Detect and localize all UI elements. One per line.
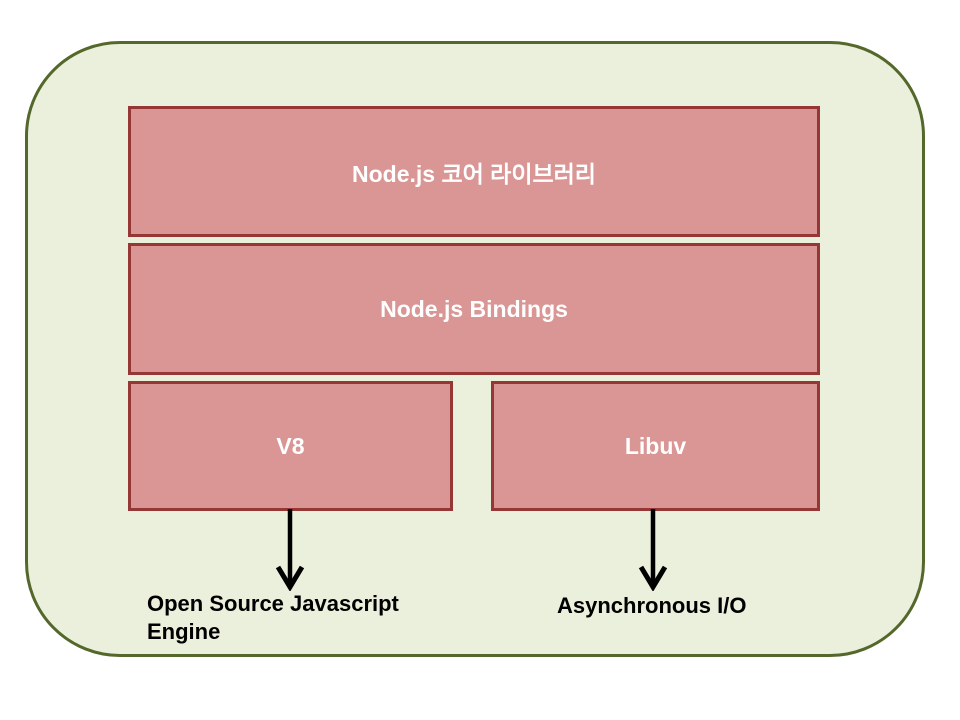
box-node-bindings-label: Node.js Bindings — [380, 295, 568, 322]
box-node-core-library: Node.js 코어 라이브러리 — [128, 106, 820, 237]
annotation-libuv-async-io: Asynchronous I/O — [557, 593, 747, 618]
box-node-core-library-label: Node.js 코어 라이브러리 — [352, 160, 596, 187]
box-v8: V8 — [128, 381, 453, 511]
box-node-bindings: Node.js Bindings — [128, 243, 820, 375]
box-libuv: Libuv — [491, 381, 820, 511]
box-v8-label: V8 — [276, 432, 305, 459]
box-libuv-label: Libuv — [624, 432, 687, 459]
annotation-v8-engine: Open Source Javascript Engine — [147, 591, 399, 644]
down-arrow-icon — [638, 509, 668, 591]
down-arrow-icon — [275, 509, 305, 591]
